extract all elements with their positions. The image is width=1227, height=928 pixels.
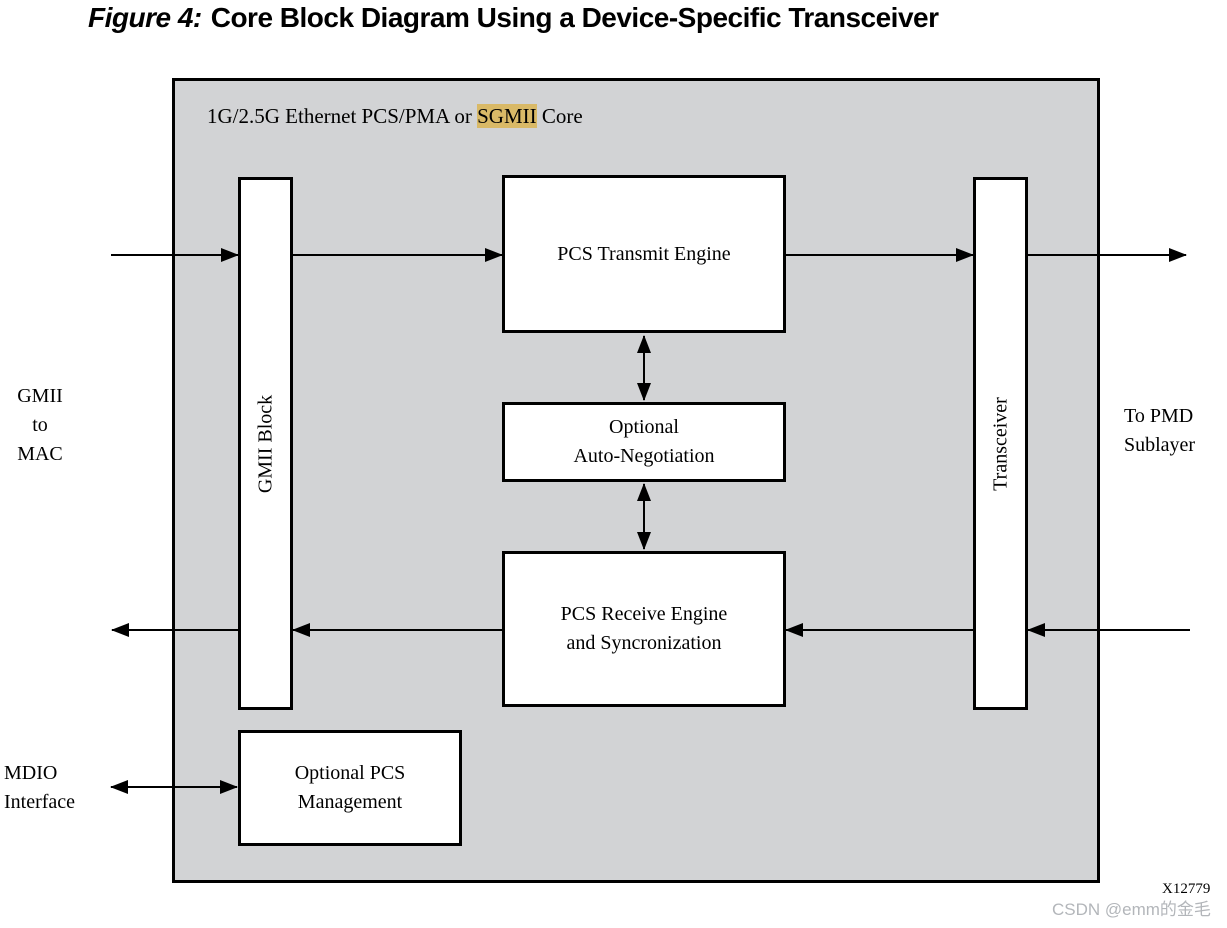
core-label: 1G/2.5G Ethernet PCS/PMA or SGMII Core xyxy=(207,104,583,129)
core-label-pre: 1G/2.5G Ethernet PCS/PMA or xyxy=(207,104,478,128)
pcs-receive-engine-block: PCS Receive Engine and Syncronization xyxy=(502,551,786,707)
to-pmd-sublayer-label: To PMD Sublayer xyxy=(1124,402,1195,460)
figure-number: Figure 4: xyxy=(88,2,202,33)
core-label-post: Core xyxy=(536,104,583,128)
core-label-highlight: SGMII xyxy=(477,104,537,128)
mdio-line1: MDIO xyxy=(4,762,58,784)
pcs-management-block: Optional PCS Management xyxy=(238,730,462,846)
mdio-line2: Interface xyxy=(4,791,76,813)
gmii-to-mac-line2: to xyxy=(32,414,48,436)
mdio-interface-label: MDIO Interface xyxy=(4,759,75,817)
auto-negotiation-line1: Optional xyxy=(609,416,679,438)
pcs-transmit-engine-label: PCS Transmit Engine xyxy=(557,242,731,265)
transceiver-block: Transceiver xyxy=(973,177,1028,710)
figure-title: Figure 4: Core Block Diagram Using a Devi… xyxy=(88,2,939,34)
pcs-transmit-engine-block: PCS Transmit Engine xyxy=(502,175,786,333)
transceiver-block-label: Transceiver xyxy=(989,396,1011,491)
gmii-to-mac-line3: MAC xyxy=(17,443,63,465)
to-pmd-line2: Sublayer xyxy=(1124,434,1196,456)
to-pmd-line1: To PMD xyxy=(1124,405,1194,427)
gmii-block-label: GMII Block xyxy=(254,394,276,493)
pcs-receive-line1: PCS Receive Engine xyxy=(560,603,728,625)
auto-negotiation-line2: Auto-Negotiation xyxy=(573,445,715,467)
gmii-block: GMII Block xyxy=(238,177,293,710)
figure-title-text: Core Block Diagram Using a Device-Specif… xyxy=(210,2,939,33)
watermark: CSDN @emm的金毛 xyxy=(1052,900,1211,919)
figure-id: X12779 xyxy=(1162,881,1211,897)
pcs-management-label: Optional PCS Management xyxy=(295,759,406,817)
pcs-receive-line2: and Syncronization xyxy=(566,632,722,654)
pcs-management-line1: Optional PCS xyxy=(294,762,406,784)
pcs-receive-engine-label: PCS Receive Engine and Syncronization xyxy=(561,600,728,658)
pcs-management-line2: Management xyxy=(297,791,403,813)
gmii-to-mac-label: GMII to MAC xyxy=(0,382,80,469)
gmii-to-mac-line1: GMII xyxy=(17,385,63,407)
